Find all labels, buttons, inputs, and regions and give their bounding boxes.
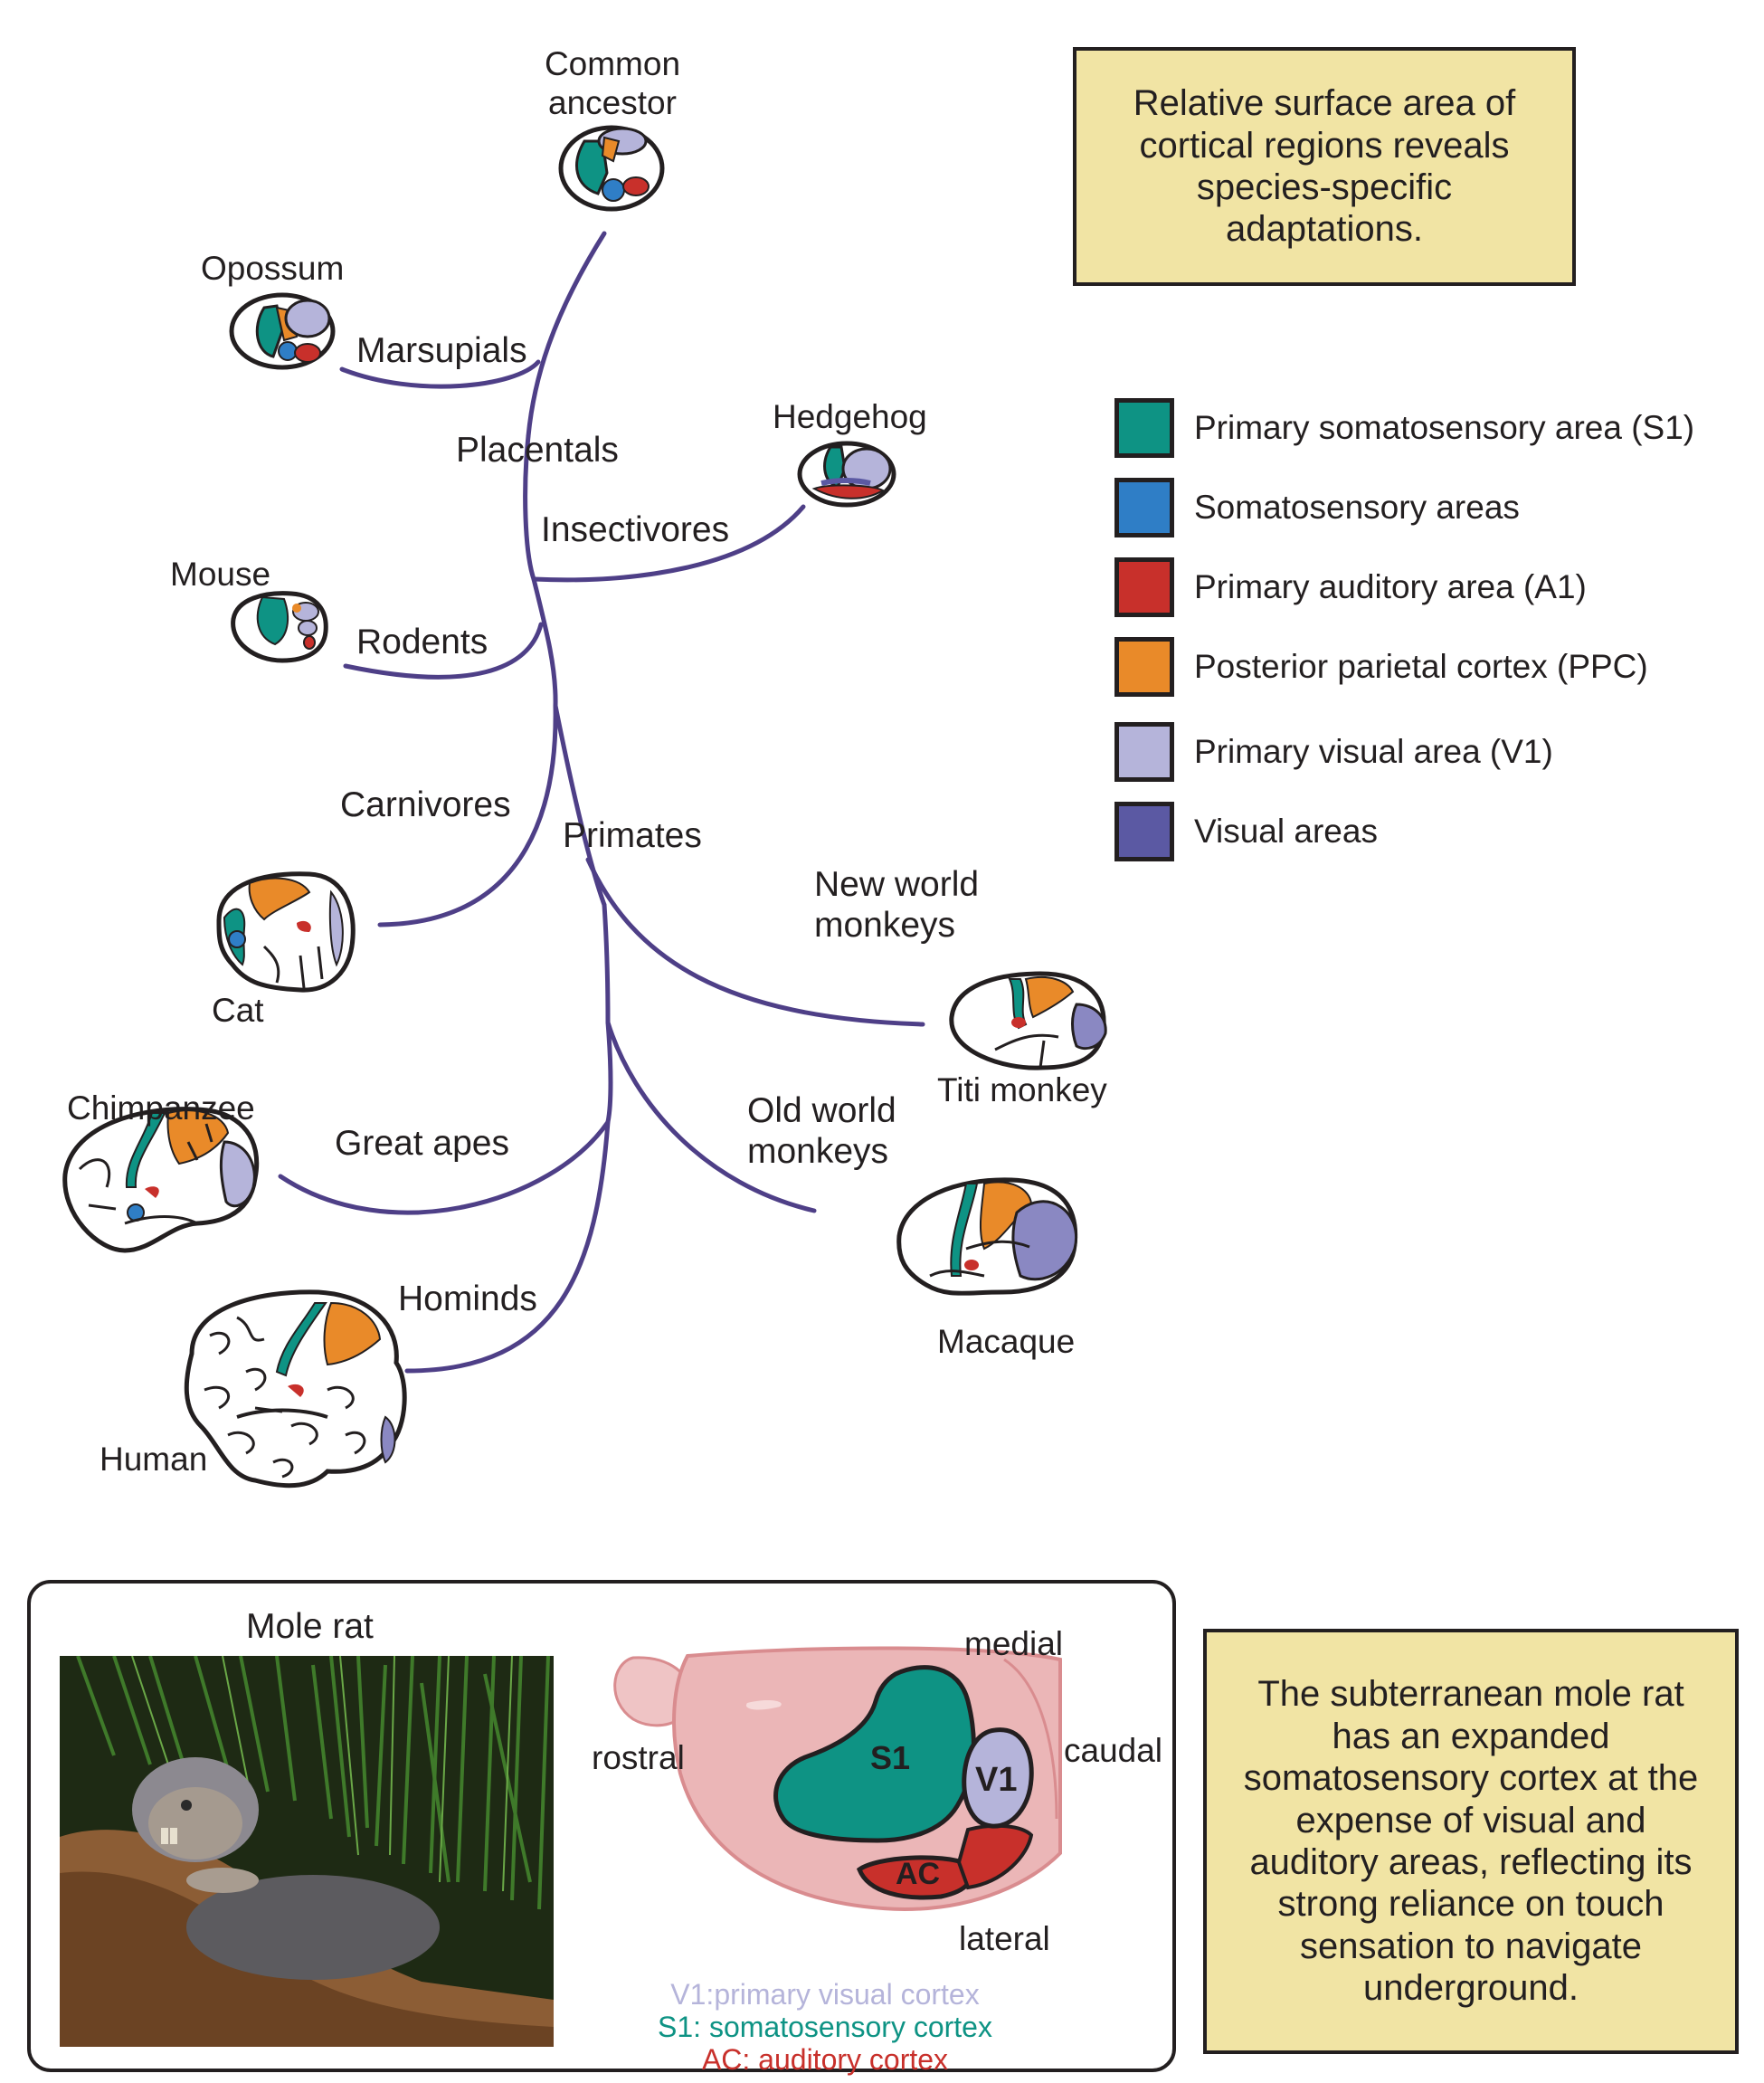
legend-swatch-s1 bbox=[1114, 398, 1174, 458]
branch-primates bbox=[553, 703, 607, 908]
key-s1: S1: somatosensory cortex bbox=[658, 2011, 992, 2043]
node-mouse: Mouse bbox=[170, 556, 271, 593]
brain-hedgehog bbox=[797, 441, 896, 508]
branch-placentals bbox=[523, 433, 536, 582]
orientation-rostral: rostral bbox=[592, 1739, 685, 1776]
branch-label-old-world-monkeys: Old world monkeys bbox=[747, 1091, 896, 1171]
branch-main bbox=[531, 576, 558, 709]
node-common-ancestor: Common ancestor bbox=[544, 45, 681, 121]
brain-cat bbox=[216, 871, 356, 993]
key-v1: V1:primary visual cortex bbox=[670, 1978, 980, 2011]
legend-swatch-ppc bbox=[1114, 637, 1174, 697]
legend-label-v1: Primary visual area (V1) bbox=[1194, 733, 1553, 770]
brain-common-ancestor bbox=[558, 125, 665, 212]
brain-mouse bbox=[231, 591, 328, 663]
branch-label-placentals: Placentals bbox=[456, 431, 619, 470]
legend-label-visual: Visual areas bbox=[1194, 813, 1378, 850]
note-top: Relative surface area of cortical region… bbox=[1073, 47, 1576, 286]
phylogeny-tree bbox=[62, 125, 1107, 1489]
node-cat: Cat bbox=[212, 992, 264, 1029]
legend-swatch-a1 bbox=[1114, 557, 1174, 617]
legend-label-somatosensory: Somatosensory areas bbox=[1194, 489, 1520, 526]
mole-rat-title: Mole rat bbox=[246, 1607, 374, 1646]
branch-label-new-world-monkeys: New world monkeys bbox=[814, 865, 980, 945]
branch-marsupials bbox=[339, 359, 541, 389]
note-bottom-text: The subterranean mole rat has an expande… bbox=[1243, 1674, 1699, 2009]
orientation-lateral: lateral bbox=[959, 1920, 1050, 1957]
branch-label-insectivores: Insectivores bbox=[541, 510, 730, 549]
branch-label-carnivores: Carnivores bbox=[340, 785, 511, 824]
legend-swatch-v1 bbox=[1114, 722, 1174, 782]
branch-hominds bbox=[404, 1119, 611, 1374]
branch-old-world bbox=[605, 1020, 817, 1213]
branch-primates-lower bbox=[602, 902, 611, 1025]
node-chimpanzee: Chimpanzee bbox=[67, 1089, 255, 1127]
branch-label-primates: Primates bbox=[563, 816, 702, 855]
legend-label-s1: Primary somatosensory area (S1) bbox=[1194, 409, 1695, 446]
node-hedgehog: Hedgehog bbox=[773, 398, 927, 435]
note-bottom: The subterranean mole rat has an expande… bbox=[1203, 1629, 1739, 2054]
branch-rodents bbox=[343, 622, 544, 680]
note-top-text: Relative surface area of cortical region… bbox=[1133, 83, 1516, 250]
branch-label-hominds: Hominds bbox=[398, 1279, 537, 1318]
node-macaque: Macaque bbox=[937, 1323, 1076, 1360]
branch-label-marsupials: Marsupials bbox=[356, 331, 527, 370]
branch-label-great-apes: Great apes bbox=[335, 1124, 509, 1163]
brain-human bbox=[184, 1289, 407, 1489]
orientation-medial: medial bbox=[964, 1625, 1063, 1662]
legend-label-ppc: Posterior parietal cortex (PPC) bbox=[1194, 648, 1648, 685]
node-opossum: Opossum bbox=[201, 250, 345, 287]
node-human: Human bbox=[100, 1441, 208, 1478]
branch-hominoid bbox=[605, 1020, 613, 1125]
key-ac: AC: auditory cortex bbox=[701, 2043, 949, 2076]
branch-label-rodents: Rodents bbox=[356, 623, 488, 661]
legend-swatch-visual bbox=[1114, 802, 1174, 861]
mole-rat-photo bbox=[60, 1656, 554, 2047]
orientation-caudal: caudal bbox=[1064, 1732, 1163, 1769]
brain-chimpanzee bbox=[62, 1107, 260, 1253]
region-v1-label: V1 bbox=[975, 1761, 1018, 1799]
tree-branches bbox=[278, 231, 925, 1374]
node-titi-monkey: Titi monkey bbox=[937, 1071, 1107, 1108]
brain-opossum bbox=[229, 292, 336, 370]
region-ac-label: AC bbox=[896, 1857, 941, 1891]
branch-carnivores bbox=[377, 703, 558, 927]
branch-trunk bbox=[526, 231, 607, 439]
legend-swatch-somatosensory bbox=[1114, 478, 1174, 537]
branch-new-world bbox=[585, 857, 925, 1027]
region-s1-label: S1 bbox=[870, 1739, 911, 1776]
branch-insectivores bbox=[531, 504, 806, 583]
brain-macaque bbox=[896, 1177, 1078, 1296]
brain-titi-monkey bbox=[949, 971, 1107, 1070]
branch-great-apes bbox=[278, 1119, 611, 1215]
legend-label-a1: Primary auditory area (A1) bbox=[1194, 568, 1587, 605]
